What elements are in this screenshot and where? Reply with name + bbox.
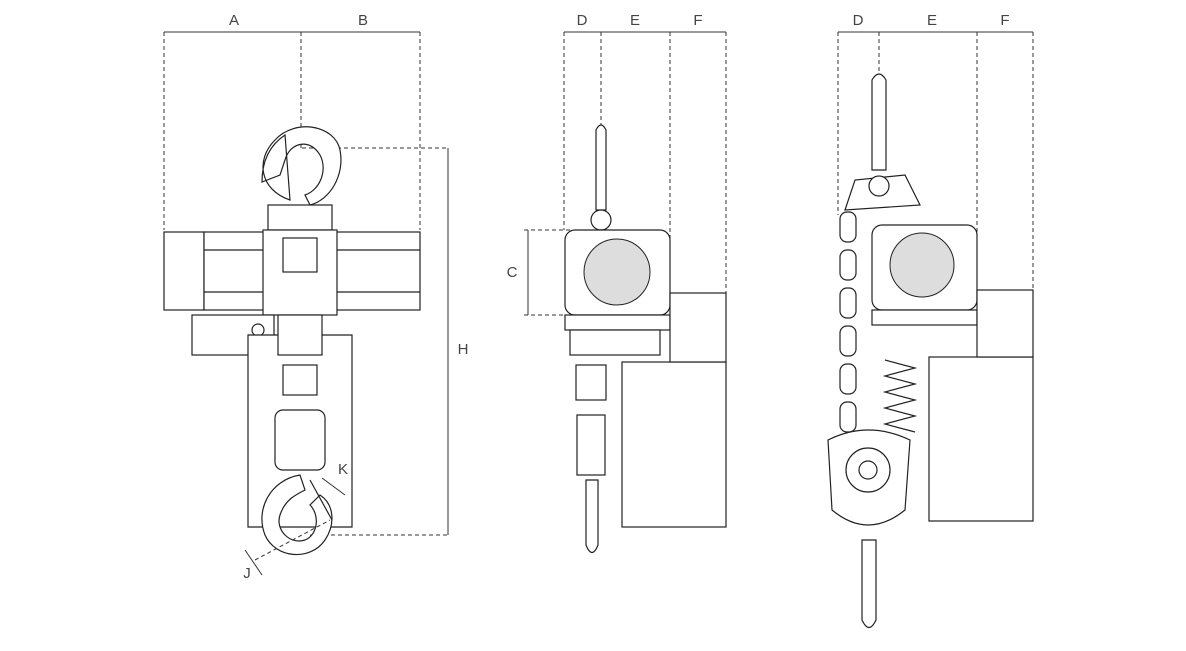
side-view-chain-hoist: D E F bbox=[827, 12, 1034, 629]
label-a: A bbox=[229, 12, 239, 29]
label-c: C bbox=[507, 264, 518, 281]
bottom-block bbox=[274, 409, 326, 471]
label-j: J bbox=[243, 565, 251, 582]
label-f-chain: F bbox=[1000, 12, 1009, 29]
label-k: K bbox=[338, 461, 348, 478]
dimension-a-b: A B bbox=[163, 12, 421, 230]
front-view-hoist: A B H J K bbox=[163, 12, 469, 582]
swivel-side bbox=[575, 364, 607, 401]
bottom-hook bbox=[261, 474, 333, 555]
motor-vent-grille bbox=[583, 238, 651, 306]
swivel bbox=[282, 364, 318, 396]
hook-mount bbox=[267, 204, 333, 231]
motor-end-cap bbox=[163, 231, 205, 311]
chain-container-chain bbox=[928, 356, 1034, 522]
load-chain bbox=[839, 211, 857, 433]
label-h: H bbox=[458, 341, 469, 358]
chain-guide bbox=[277, 314, 323, 356]
bottom-hook-chain bbox=[861, 539, 877, 629]
top-hook bbox=[261, 126, 342, 206]
top-hook-chain bbox=[871, 73, 887, 171]
dimension-c: C bbox=[507, 229, 570, 316]
label-b: B bbox=[358, 12, 368, 29]
bottom-block-side bbox=[576, 414, 606, 476]
motor-vent-grille-chain bbox=[889, 232, 955, 298]
chain-container-side bbox=[621, 361, 727, 528]
side-view-hoist: D E F C bbox=[507, 12, 727, 554]
label-d: D bbox=[577, 12, 588, 29]
gearbox-window bbox=[282, 237, 318, 273]
label-e-chain: E bbox=[927, 12, 937, 29]
spring bbox=[882, 359, 918, 433]
label-e: E bbox=[630, 12, 640, 29]
label-d-chain: D bbox=[853, 12, 864, 29]
top-hook-side bbox=[595, 124, 607, 211]
bottom-hook-side bbox=[585, 479, 599, 554]
label-f: F bbox=[693, 12, 702, 29]
dimension-j-k: J K bbox=[243, 461, 348, 582]
